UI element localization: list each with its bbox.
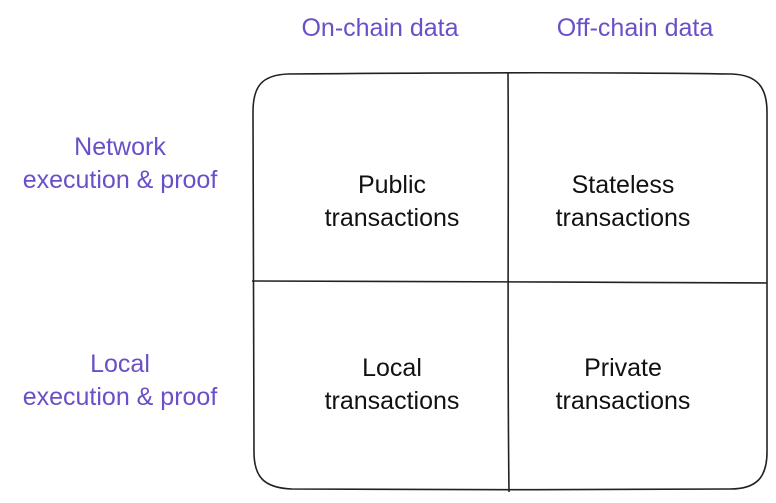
cell-public-line2: transactions — [324, 204, 460, 232]
row-header-network-line1: Network — [74, 133, 166, 161]
cell-stateless-transactions: Stateless transactions — [503, 169, 743, 235]
column-header-on-chain: On-chain data — [301, 14, 459, 42]
cell-local-transactions: Local transactions — [272, 352, 512, 418]
cell-stateless-line2: transactions — [555, 204, 691, 232]
row-header-local-line1: Local — [90, 350, 150, 378]
cell-stateless-line1: Stateless — [571, 171, 675, 199]
cell-public-transactions: Public transactions — [272, 169, 512, 235]
cell-private-line2: transactions — [555, 387, 691, 415]
cell-private-line1: Private — [584, 354, 662, 382]
grid-horizontal-divider — [251, 279, 768, 284]
column-header-off-chain: Off-chain data — [556, 14, 714, 42]
cell-private-transactions: Private transactions — [503, 352, 743, 418]
grid-vertical-divider — [507, 72, 510, 493]
row-header-network-line2: execution & proof — [22, 166, 218, 194]
row-header-local-line2: execution & proof — [22, 383, 218, 411]
row-header-network: Network execution & proof — [0, 131, 240, 197]
row-header-local: Local execution & proof — [0, 348, 240, 414]
cell-local-line2: transactions — [324, 387, 460, 415]
grid-outer-border — [252, 72, 768, 491]
cell-public-line1: Public — [357, 171, 427, 199]
cell-local-line1: Local — [362, 354, 422, 382]
